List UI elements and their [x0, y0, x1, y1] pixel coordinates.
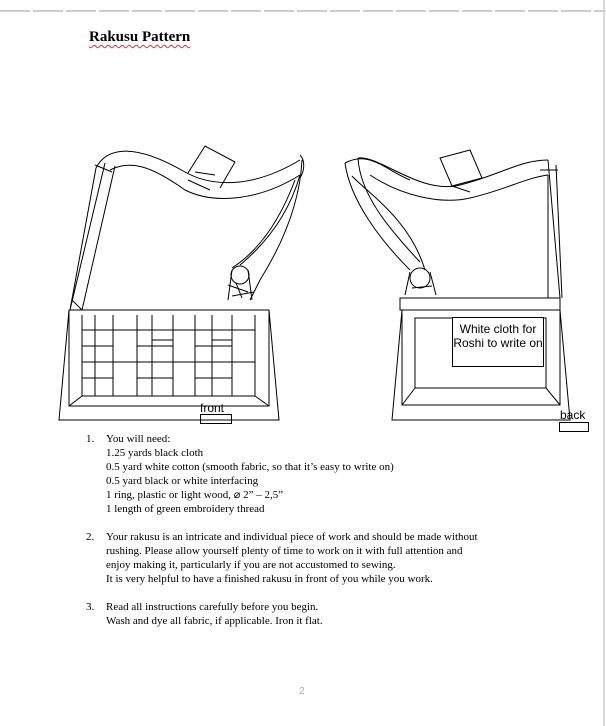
page-top-edge	[0, 0, 606, 12]
list-line: 0.5 yard black or white interfacing	[106, 475, 259, 487]
list-item: 2. Your rakusu is an intricate and indiv…	[86, 530, 566, 586]
list-line: Read all instructions carefully before y…	[106, 601, 319, 613]
list-line: enjoy making it, particularly if you are…	[106, 559, 396, 571]
list-item: 3. Read all instructions carefully befor…	[86, 600, 566, 628]
page-title: Rakusu Pattern	[89, 29, 191, 45]
list-line: 1 length of green embroidery thread	[106, 503, 265, 515]
rakusu-back-drawing	[344, 149, 571, 421]
list-line: You will need:	[106, 433, 171, 445]
list-line: 1 ring, plastic or light wood, ⌀ 2” – 2,…	[106, 489, 284, 501]
list-line: rushing. Please allow yourself plenty of…	[106, 545, 463, 557]
rakusu-front-drawing	[58, 145, 305, 421]
list-number: 3.	[86, 601, 95, 613]
list-number: 1.	[86, 433, 95, 445]
list-number: 2.	[86, 531, 95, 543]
page-right-edge	[603, 0, 605, 726]
list-line: Your rakusu is an intricate and individu…	[106, 531, 478, 543]
front-label-shadow	[200, 414, 232, 424]
list-line: Wash and dye all fabric, if applicable. …	[106, 615, 323, 627]
back-label-shadow	[559, 422, 589, 432]
list-line: 1.25 yards black cloth	[106, 447, 204, 459]
list-line: 0.5 yard white cotton (smooth fabric, so…	[106, 461, 394, 473]
page-number: 2	[299, 686, 305, 697]
list-item: 1. You will need: 1.25 yards black cloth…	[86, 432, 566, 516]
instructions-list: 1. You will need: 1.25 yards black cloth…	[86, 432, 566, 628]
front-label: front	[200, 401, 225, 415]
rakusu-illustration	[58, 145, 571, 421]
list-line: It is very helpful to have a finished ra…	[106, 573, 433, 585]
back-label: back	[560, 408, 586, 422]
white-cloth-note: White cloth for Roshi to write on	[452, 317, 544, 367]
